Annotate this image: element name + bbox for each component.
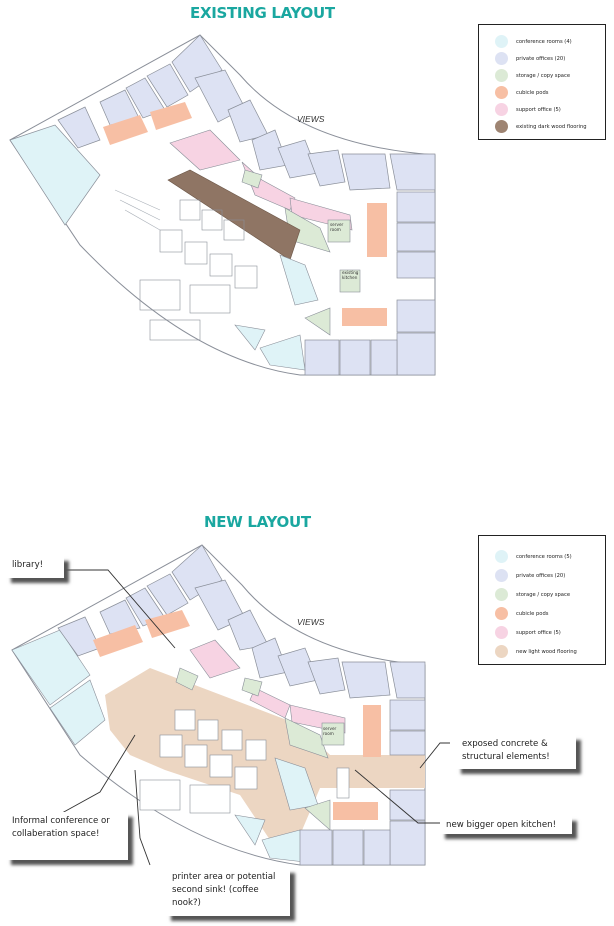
private-office-swatch-icon: [495, 52, 508, 65]
legend-item-storage: storage / copy space: [495, 69, 570, 82]
legend-label: conference rooms (4): [516, 38, 572, 45]
legend-item-cubicle: cubicle pods: [495, 86, 548, 99]
storage-swatch-icon: [495, 69, 508, 82]
legend-label: private offices (20): [516, 572, 566, 579]
conference-swatch-icon: [495, 35, 508, 48]
legend-label: new light wood flooring: [516, 648, 577, 655]
light-wood-swatch-icon: [495, 645, 508, 658]
new-legend: conference rooms (5) private offices (20…: [478, 535, 606, 665]
dark-wood-swatch-icon: [495, 120, 508, 133]
legend-label: existing dark wood flooring: [516, 123, 587, 130]
existing-legend: conference rooms (4) private offices (20…: [478, 24, 606, 140]
conference-swatch-icon: [495, 550, 508, 563]
legend-item-storage: storage / copy space: [495, 588, 570, 601]
storage-swatch-icon: [495, 588, 508, 601]
legend-item-conference: conference rooms (5): [495, 550, 572, 563]
support-swatch-icon: [495, 103, 508, 116]
legend-label: support office (5): [516, 106, 561, 113]
legend-item-cubicle: cubicle pods: [495, 607, 548, 620]
legend-label: private offices (20): [516, 55, 566, 62]
legend-item-flooring: new light wood flooring: [495, 645, 577, 658]
existing-kitchen-label: existing kitchen: [342, 270, 359, 280]
legend-label: support office (5): [516, 629, 561, 636]
legend-item-support: support office (5): [495, 103, 561, 116]
existing-layout-title: EXISTING LAYOUT: [190, 4, 335, 22]
callout-open-kitchen: new bigger open kitchen!: [440, 816, 572, 834]
legend-label: cubicle pods: [516, 89, 549, 96]
legend-item-private-offices: private offices (20): [495, 569, 565, 582]
cubicle-swatch-icon: [495, 86, 508, 99]
new-layout-title: NEW LAYOUT: [204, 513, 311, 531]
new-floor-plan: [11, 544, 450, 866]
existing-server-room-label: server room: [330, 222, 344, 232]
legend-label: storage / copy space: [516, 591, 571, 598]
existing-views-label: VIEWS: [297, 114, 325, 124]
legend-label: storage / copy space: [516, 72, 571, 79]
legend-item-private-offices: private offices (20): [495, 52, 565, 65]
cubicle-swatch-icon: [495, 607, 508, 620]
existing-floor-plan: [9, 34, 436, 376]
support-swatch-icon: [495, 626, 508, 639]
callout-informal-conference: Informal conference or collaberation spa…: [6, 812, 128, 860]
legend-item-support: support office (5): [495, 626, 561, 639]
callout-library: library!: [6, 556, 64, 578]
private-office-swatch-icon: [495, 569, 508, 582]
callout-exposed-concrete: exposed concrete & structural elements!: [456, 735, 576, 769]
legend-item-conference: conference rooms (4): [495, 35, 572, 48]
legend-label: cubicle pods: [516, 610, 549, 617]
legend-item-flooring: existing dark wood flooring: [495, 120, 587, 133]
legend-label: conference rooms (5): [516, 553, 572, 560]
new-views-label: VIEWS: [297, 617, 325, 627]
callout-printer-area: printer area or potential second sink! (…: [166, 868, 290, 916]
new-server-room-label: server room: [323, 726, 337, 736]
